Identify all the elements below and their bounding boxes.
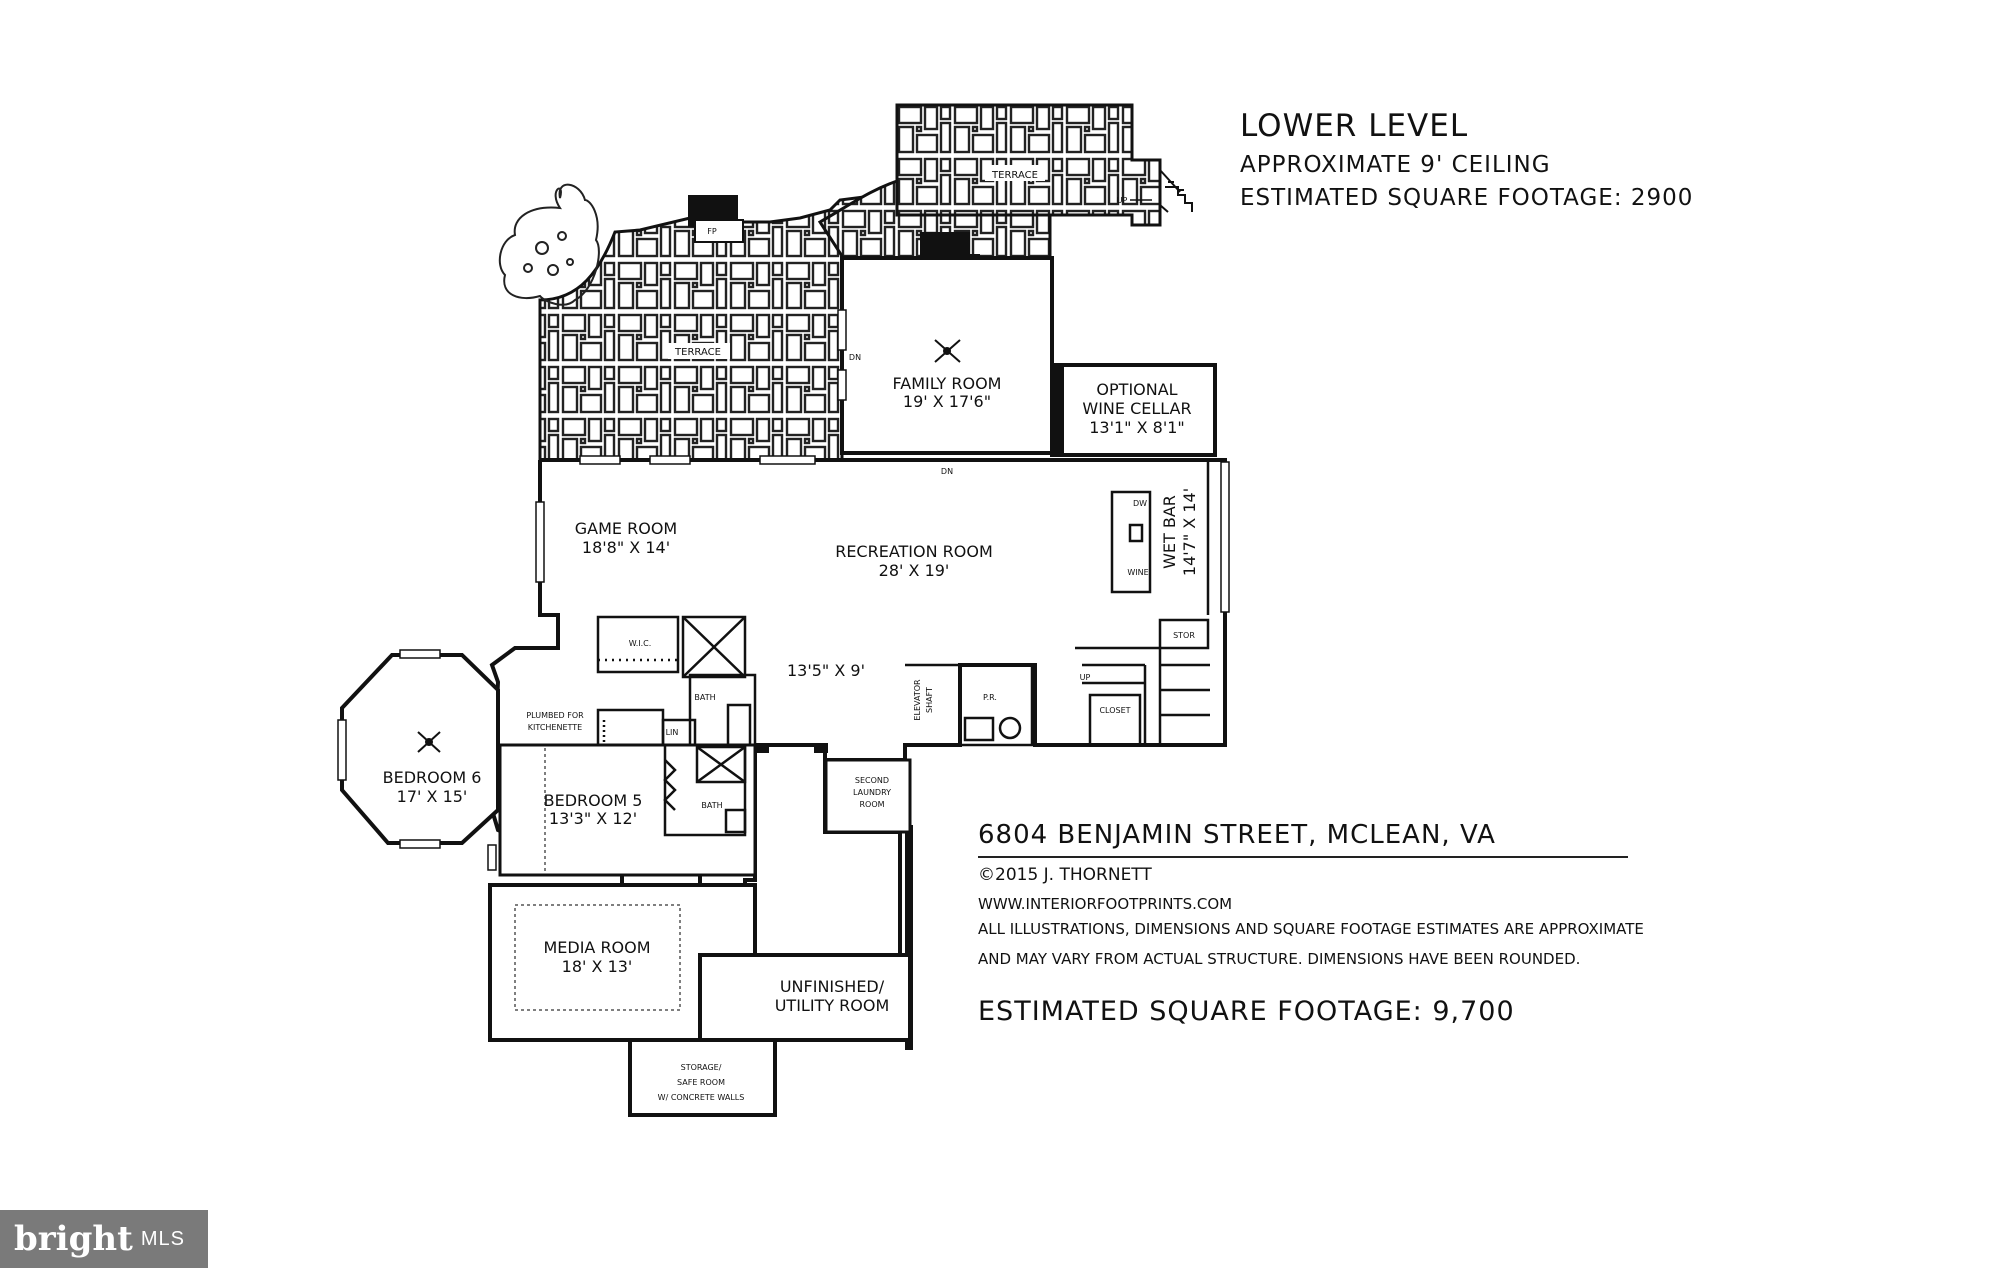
disclaimer-line1: ALL ILLUSTRATIONS, DIMENSIONS AND SQUARE… [978, 920, 1644, 938]
utility-line1: UNFINISHED/ [780, 977, 885, 996]
utility-line2: UTILITY ROOM [775, 996, 890, 1015]
pr-label: P.R. [983, 693, 997, 702]
storage-safe-room [628, 1038, 777, 1117]
windows [337, 309, 1230, 871]
stairs-area [1075, 618, 1210, 747]
disclaimer-line2: AND MAY VARY FROM ACTUAL STRUCTURE. DIME… [978, 950, 1581, 968]
game-room-name: GAME ROOM [575, 519, 677, 538]
level-title: LOWER LEVEL [1240, 108, 1469, 144]
terrace-left-label: TERRACE [674, 347, 721, 358]
ceiling-note: APPROXIMATE 9' CEILING [1240, 152, 1551, 178]
elevator-and-pr [905, 663, 1034, 747]
bedroom-6-dims: 17' X 15' [397, 787, 468, 806]
bedroom-5 [498, 743, 757, 877]
wet-bar-counter [1110, 460, 1210, 615]
lin-label: LIN [666, 728, 679, 737]
website-link[interactable]: WWW.INTERIORFOOTPRINTS.COM [978, 895, 1233, 913]
bright-mls-logo: bright MLS [0, 1210, 208, 1268]
laundry-line1: SECOND [855, 776, 889, 785]
wet-bar-name: WET BAR [1160, 495, 1179, 569]
fp-label-terrace: FP [707, 227, 717, 236]
wine-cellar-line2: WINE CELLAR [1082, 399, 1191, 418]
family-room [840, 256, 1054, 455]
wine-cellar-line1: OPTIONAL [1096, 380, 1177, 399]
wine-cellar-dims: 13'1" X 8'1" [1089, 418, 1185, 437]
terrace-right-label: TERRACE [991, 170, 1038, 181]
total-square-footage: ESTIMATED SQUARE FOOTAGE: 9,700 [978, 996, 1515, 1027]
tree-icon [498, 183, 600, 306]
ceiling-fan-icon [934, 339, 961, 363]
fireplace-icon [688, 195, 744, 243]
copyright-credit: ©2015 J. THORNETT [978, 865, 1152, 885]
recreation-room-dims: 28' X 19' [879, 561, 950, 580]
bath-2 [663, 743, 747, 837]
game-room-dims: 18'8" X 14' [582, 538, 670, 557]
utility-room [698, 953, 912, 1042]
family-room-dims: 19' X 17'6" [903, 392, 991, 411]
wine-label: WINE [1127, 568, 1148, 577]
bath1-label: BATH [694, 693, 715, 702]
elevator-line2: SHAFT [925, 687, 934, 713]
up-label-terrace: UP [1117, 196, 1128, 205]
laundry-line2: LAUNDRY [853, 788, 891, 797]
storage-line1: STORAGE/ [681, 1063, 722, 1072]
up-label-stairs: UP [1080, 673, 1091, 682]
level-square-footage: ESTIMATED SQUARE FOOTAGE: 2900 [1240, 185, 1694, 211]
ceiling-fan-icon [417, 731, 441, 753]
stor-label: STOR [1173, 631, 1195, 640]
storage-line2: SAFE ROOM [677, 1078, 725, 1087]
hall-dims: 13'5" X 9' [787, 661, 865, 680]
dn-label-family: DN [849, 353, 861, 362]
closet-label: CLOSET [1099, 706, 1130, 715]
dn-label-rec: DN [941, 467, 953, 476]
bedroom-5-name: BEDROOM 5 [544, 791, 643, 810]
brand-word: bright [14, 1219, 133, 1259]
elevator-line1: ELEVATOR [913, 679, 922, 721]
second-laundry [824, 758, 912, 834]
media-room-name: MEDIA ROOM [543, 938, 650, 957]
stairs-icon [1159, 169, 1193, 213]
laundry-line3: ROOM [859, 800, 884, 809]
dw-label: DW [1133, 499, 1147, 508]
family-room-name: FAMILY ROOM [893, 374, 1002, 393]
wic-label: W.I.C. [629, 639, 652, 648]
bedroom-6-name: BEDROOM 6 [383, 768, 482, 787]
brand-suffix: MLS [140, 1227, 185, 1250]
kitchenette [596, 708, 697, 747]
wic-and-bath [596, 615, 757, 747]
media-room-dims: 18' X 13' [562, 957, 633, 976]
bedroom-5-dims: 13'3" X 12' [549, 809, 637, 828]
recreation-room-name: RECREATION ROOM [835, 542, 993, 561]
wine-cellar [1050, 363, 1217, 457]
bath2-label: BATH [701, 801, 722, 810]
kitchenette-line2: KITCHENETTE [528, 723, 582, 732]
wet-bar-dims: 14'7" X 14' [1180, 488, 1199, 576]
property-address: 6804 BENJAMIN STREET, MCLEAN, VA [978, 820, 1628, 858]
storage-line3: W/ CONCRETE WALLS [658, 1093, 745, 1102]
kitchenette-line1: PLUMBED FOR [526, 711, 584, 720]
